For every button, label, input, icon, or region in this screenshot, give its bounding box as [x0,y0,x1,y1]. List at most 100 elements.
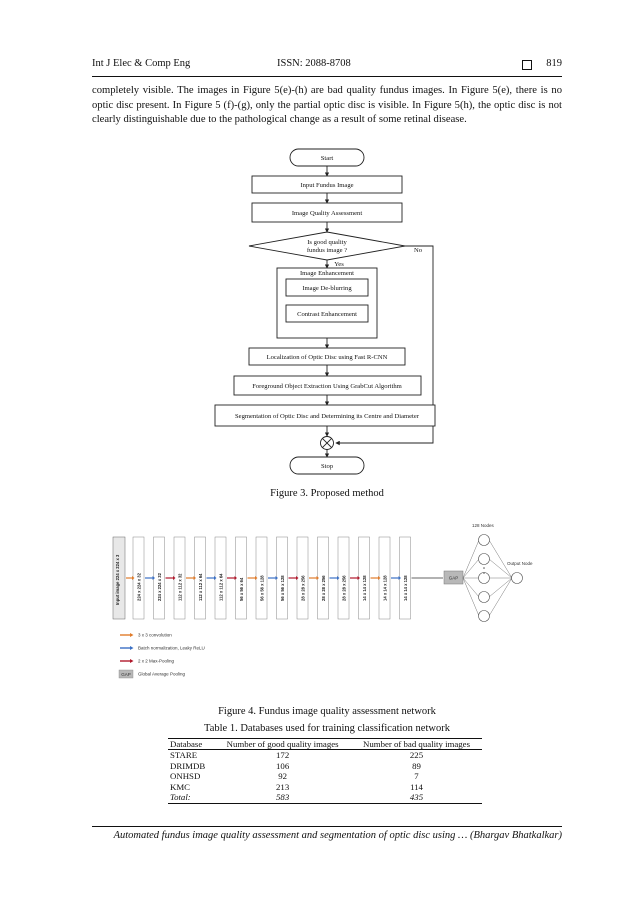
arrow-head [193,576,196,580]
fc-edge [488,577,513,617]
layer-label: 28 x 28 x 256 [342,575,347,601]
quality-label: Image Quality Assessment [292,210,362,217]
legend-tag: GAP [121,672,131,677]
cell-bad: 89 [412,760,421,771]
arrow-head [357,576,360,580]
box-icon [522,60,532,70]
legend-label: 3 x 3 convolution [138,633,172,638]
foreground-box [233,375,422,396]
start-label: Start [321,155,334,162]
input-image-block [112,536,126,620]
cell-total-good: 583 [214,792,351,804]
output-node-label: Output Node [507,561,533,566]
layer-label: 28 x 28 x 256 [321,575,326,601]
arrow-head [132,576,135,580]
arrow-head [214,576,217,580]
arrow-head [316,576,319,580]
footer-rule [92,826,562,827]
contrast-box [285,304,369,323]
localization-box [248,347,406,366]
cell-database: ONHSD [170,771,201,782]
body-paragraph: completely visible. The images in Figure… [92,85,562,125]
running-footer: Automated fundus image quality assessmen… [113,830,562,841]
legend-label: 2 x 2 Max-Pooling [138,659,175,664]
decision-label-1: Is good quality [307,239,347,246]
arrow-head [378,576,381,580]
layer-label: 224 x 224 x 32 [157,572,162,601]
layer-label: 14 x 14 x 128 [403,575,408,601]
contrast-label: Contrast Enhancement [297,311,357,318]
cell-bad: 7 [414,771,419,782]
input-image-label: Input image 224 x 224 x 3 [115,554,120,605]
cell-total-bad: 435 [351,792,482,804]
table-1-caption: Table 1. Databases used for training cla… [204,723,450,734]
decision-diamond [248,231,406,261]
hidden-node [478,572,490,584]
figure-3-caption: Figure 3. Proposed method [270,488,384,499]
page-number: 819 [546,58,562,69]
input-box [251,175,403,194]
hidden-node [478,553,490,565]
fc-edge [462,577,480,617]
fc-edge [462,577,480,598]
layer-label: 28 x 28 x 256 [301,575,306,601]
start-terminal [289,148,365,167]
layer-label: 56 x 56 x 128 [280,575,285,601]
fc-edge [488,558,513,579]
legend-arrow-head [130,659,134,663]
layer-label: 56 x 56 x 64 [239,577,244,601]
hidden-node [478,534,490,546]
layer-label: 56 x 56 x 128 [260,575,265,601]
running-header: Int J Elec & Comp Eng ISSN: 2088-8708 81… [92,58,562,74]
table-row: ONHSD 92 7 [168,771,482,782]
hidden-node [478,610,490,622]
arrow-head [234,576,237,580]
arrow-head [296,576,299,580]
enhancement-label: Image Enhancement [300,270,354,277]
figure-3-flowchart: Start Input Fundus Image Image Quality A… [214,148,436,475]
table-row: KMC 213 114 [168,782,482,793]
table-row: STARE 172 225 [168,750,482,761]
stop-label: Stop [321,463,334,470]
cell-good: 106 [276,760,290,771]
arrow-head [255,576,258,580]
col-good: Number of good quality images [214,738,351,750]
layer-label: 224 x 224 x 32 [137,572,142,601]
cell-database: DRIMDB [170,760,206,771]
gap-label: GAP [449,576,459,581]
nodes-label: 128 Nodes [472,523,495,528]
legend-label: Batch normalization, Leaky ReLU [138,646,205,651]
legend-swatch [118,669,134,679]
enhancement-group [276,267,378,339]
foreground-label: Foreground Object Extraction Using GrabC… [252,383,402,390]
segmentation-label: Segmentation of Optic Disc and Determini… [235,413,420,420]
figure-4-caption: Figure 4. Fundus image quality assessmen… [218,706,436,717]
layer-label: 112 x 112 x 64 [219,573,224,601]
databases-table: Database Number of good quality images N… [168,738,482,804]
cell-database: STARE [170,750,198,760]
fc-edge [488,539,513,579]
col-database: Database [168,738,215,750]
journal-name: Int J Elec & Comp Eng [92,58,191,69]
issn: ISSN: 2088-8708 [277,58,351,69]
fc-edge [488,577,513,598]
legend-label: Global Average Pooling [138,672,185,677]
arrow-head [152,576,155,580]
localization-label: Localization of Optic Disc using Fast R-… [267,354,388,361]
cell-bad: 225 [409,750,424,760]
col-bad: Number of bad quality images [351,738,482,750]
decision-label-2: fundus image ? [307,247,347,254]
layer-label: 112 x 112 x 64 [198,573,203,601]
table-row: DRIMDB 106 89 [168,761,482,772]
layer-label: 112 x 112 x 32 [178,573,183,601]
table-total-row: Total: 583 435 [168,792,482,804]
deblur-box [285,278,369,297]
cell-database: KMC [170,781,191,792]
arrow-head [337,576,340,580]
legend-arrow-head [130,646,134,650]
cell-good: 92 [278,771,288,782]
no-label: No [414,247,423,254]
cell-good: 213 [276,781,290,792]
table-header-row: Database Number of good quality images N… [168,738,482,750]
arrow-head [173,576,176,580]
